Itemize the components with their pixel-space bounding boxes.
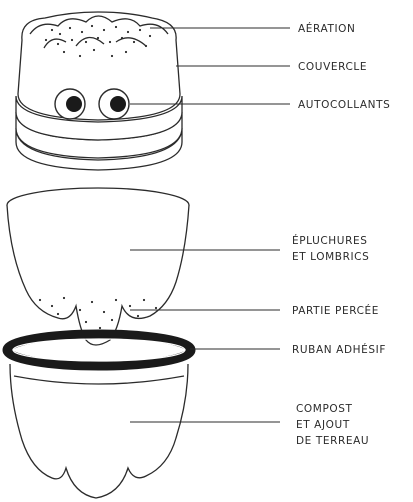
label-partie-percee: PARTIE PERCÉE xyxy=(292,304,379,317)
bottom-container xyxy=(7,334,191,498)
label-compost-1: COMPOST xyxy=(296,403,353,415)
label-epluchures-2: ET LOMBRICS xyxy=(292,251,369,263)
label-ruban-adhesif: RUBAN ADHÉSIF xyxy=(292,343,386,356)
label-autocollants: AUTOCOLLANTS xyxy=(298,99,390,111)
middle-funnel xyxy=(7,188,189,345)
label-epluchures-1: ÉPLUCHURES xyxy=(292,234,368,247)
lid-assembly xyxy=(16,12,182,170)
label-compost-3: DE TERREAU xyxy=(296,435,369,447)
funnel-body xyxy=(7,205,189,345)
pupil-right xyxy=(110,96,126,112)
label-couvercle: COUVERCLE xyxy=(298,61,367,73)
pupil-left xyxy=(66,96,82,112)
label-aeration: AÉRATION xyxy=(298,22,356,35)
labels: AÉRATION COUVERCLE AUTOCOLLANTS ÉPLUCHUR… xyxy=(292,22,390,447)
label-compost-2: ET AJOUT xyxy=(296,419,350,431)
